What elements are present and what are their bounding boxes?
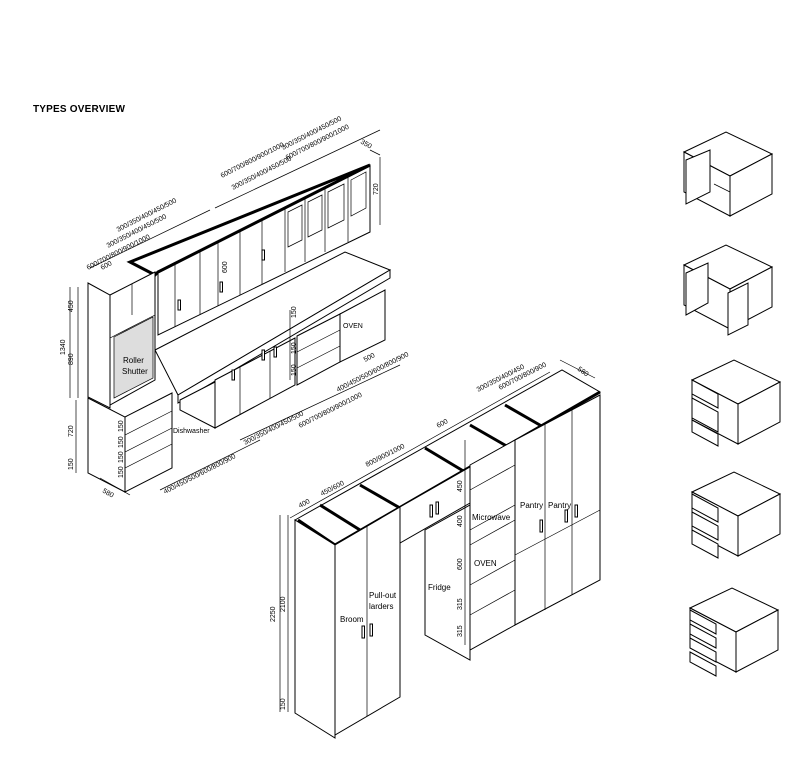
tall-unit-side <box>87 282 111 409</box>
dim-label: 300/350/400/450/500 <box>243 410 305 446</box>
microwave-label: Microwave <box>472 513 511 522</box>
dim-label: 2100 <box>280 596 287 612</box>
fridge-space <box>424 504 471 661</box>
dim-label: 300/350/400/450/500 <box>231 155 293 191</box>
roller-label-2: Shutter <box>122 367 148 376</box>
dim-label: 450 <box>457 480 464 492</box>
dim-label: 600 <box>222 261 229 273</box>
dim-label: 150 <box>68 458 75 470</box>
oven-housing <box>339 289 386 363</box>
dim-label: 600 <box>457 558 464 570</box>
dim-label: 150 <box>291 342 298 354</box>
dim-label: 400/450/500/600/800/900 <box>163 453 237 496</box>
dim-label: 350 <box>359 139 373 151</box>
dim-label: 150 <box>280 698 287 710</box>
pantry-label-2: Pantry <box>548 501 571 510</box>
dim-label: 150 <box>118 436 125 448</box>
dim-label: 450 <box>68 300 75 312</box>
dim-label: 150 <box>291 364 298 376</box>
dim-label: 580 <box>101 488 115 500</box>
glass-door <box>327 183 345 229</box>
broom-side <box>294 519 336 739</box>
broom-label: Broom <box>340 615 364 624</box>
page-title: TYPES OVERVIEW <box>33 104 126 115</box>
glass-door <box>287 204 303 248</box>
dim-label: 150 <box>118 466 125 478</box>
dim-label: 580 <box>576 366 590 378</box>
right-tall-run: Broom Pull-out larders Fridge Microwave … <box>270 359 601 739</box>
pantry-label-1: Pantry <box>520 501 543 510</box>
thumbnail-four-drawers <box>689 587 779 677</box>
dim-label: 600 <box>436 418 450 430</box>
oven-column <box>469 439 516 651</box>
glass-door <box>350 171 367 217</box>
dim-label: 400 <box>457 515 464 527</box>
dim-label: 150 <box>118 420 125 432</box>
glass-door <box>307 194 323 238</box>
dishwasher-space <box>179 381 216 429</box>
dim-label: 315 <box>457 598 464 610</box>
dim-label: 1340 <box>60 339 67 355</box>
oven-label: OVEN <box>343 323 363 330</box>
dim-label: 400 <box>298 498 312 510</box>
dim-label: 890 <box>68 353 75 365</box>
dim-label: 315 <box>457 625 464 637</box>
dishwasher-label: Dishwasher <box>173 428 210 435</box>
dim-label: 150 <box>291 306 298 318</box>
drawer-unit-front <box>124 392 173 493</box>
dim-label: 150 <box>118 451 125 463</box>
left-kitchen-run: OVEN Dishwasher Roller Shutter <box>60 115 410 499</box>
worktop-edge <box>177 269 391 404</box>
roller-shutter <box>113 316 154 399</box>
dim-label: 600 <box>100 260 114 272</box>
roller-label-1: Roller <box>123 356 144 365</box>
oven-column-label: OVEN <box>474 559 497 568</box>
fridge-label: Fridge <box>428 583 451 592</box>
dim-label: 720 <box>68 425 75 437</box>
dim-label: 500 <box>363 352 377 364</box>
dim-label: 2250 <box>270 606 277 622</box>
thumbnail-double-door <box>683 244 773 336</box>
thumbnail-three-drawers <box>691 471 781 559</box>
thumbnail-drawers-mixed <box>691 359 781 447</box>
larder-label-1: Pull-out <box>369 591 397 600</box>
thumbnail-single-door <box>683 131 773 217</box>
larder-label-2: larders <box>369 602 393 611</box>
dim-label: 720 <box>373 183 380 195</box>
larder-front <box>334 506 401 736</box>
